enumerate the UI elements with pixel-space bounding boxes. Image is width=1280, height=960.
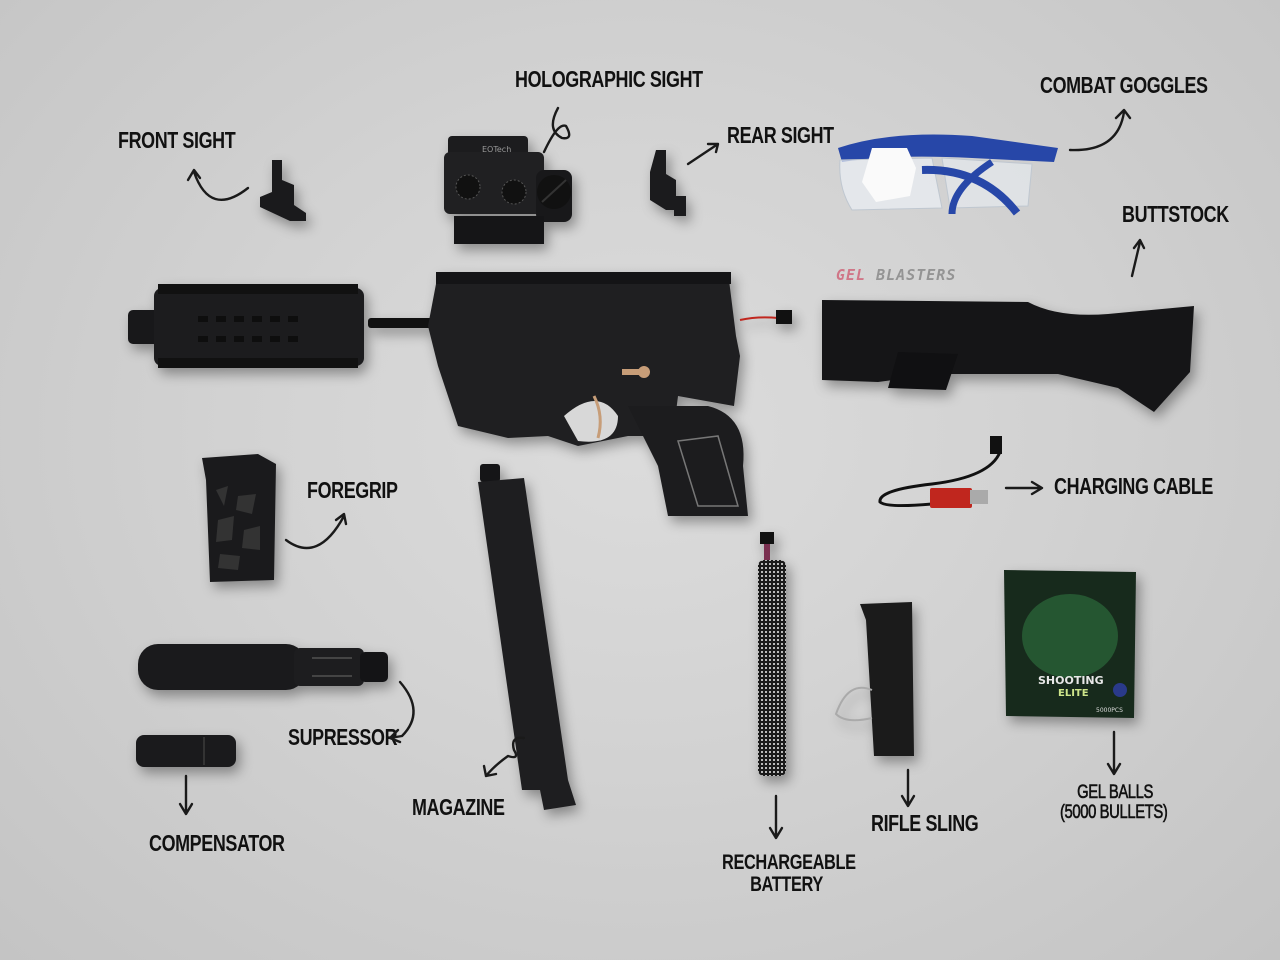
rifle-sling-image <box>834 602 914 756</box>
arrow-buttstock-icon <box>1130 238 1146 278</box>
gel-balls-pack-image: SHOOTING ELITE 5000PCS <box>1004 570 1136 718</box>
watermark-blasters: BLASTERS <box>876 266 957 284</box>
label-foregrip: FOREGRIP <box>307 477 398 503</box>
label-buttstock: BUTTSTOCK <box>1122 201 1229 227</box>
combat-goggles-image <box>838 134 1058 216</box>
label-combat-goggles: COMBAT GOGGLES <box>1040 72 1208 98</box>
arrow-magazine-icon <box>482 736 526 778</box>
label-charging-cable: CHARGING CABLE <box>1054 473 1213 499</box>
pack-title-1: SHOOTING <box>1038 674 1104 687</box>
rechargeable-battery-image <box>758 532 786 776</box>
arrow-charging-cable-icon <box>1004 480 1044 496</box>
magazine-image <box>478 464 576 810</box>
charging-cable-image <box>878 436 1002 508</box>
supressor-image <box>138 644 388 690</box>
label-rear-sight: REAR SIGHT <box>727 122 834 148</box>
compensator-image <box>136 735 236 767</box>
handguard-image <box>128 284 364 368</box>
label-rechargeable-battery: RECHARGEABLE BATTERY <box>722 851 856 897</box>
label-gel-balls: GEL BALLS (5000 BULLETS) <box>1060 782 1168 823</box>
label-front-sight: FRONT SIGHT <box>118 127 236 153</box>
label-rifle-sling: RIFLE SLING <box>871 810 979 836</box>
arrow-rear-sight-icon <box>686 142 720 166</box>
label-supressor: SUPRESSOR <box>288 724 398 750</box>
arrow-combat-goggles-icon <box>1068 108 1132 152</box>
front-sight-image <box>260 160 306 221</box>
label-gel-line1: GEL BALLS <box>1077 782 1154 803</box>
watermark-gel: GEL <box>836 266 867 284</box>
label-magazine: MAGAZINE <box>412 794 505 820</box>
arrow-foregrip-icon <box>284 512 348 550</box>
label-holographic-sight: HOLOGRAPHIC SIGHT <box>515 66 703 92</box>
arrow-compensator-icon <box>178 774 194 816</box>
arrow-battery-icon <box>768 794 784 840</box>
holo-brand-text: EOTech <box>482 145 511 154</box>
arrow-supressor-icon <box>388 680 415 744</box>
label-gel-line2: (5000 BULLETS) <box>1060 801 1168 823</box>
label-compensator: COMPENSATOR <box>149 830 285 856</box>
arrow-holographic-sight-icon <box>542 106 571 154</box>
holographic-sight-image: EOTech <box>444 136 572 244</box>
buttstock-image <box>822 300 1194 412</box>
pack-title-2: ELITE <box>1058 688 1089 699</box>
pack-count: 5000PCS <box>1096 707 1123 714</box>
arrow-front-sight-icon <box>186 168 250 202</box>
brand-watermark: GEL BLASTERS <box>836 266 956 284</box>
label-battery-line2: BATTERY <box>750 873 823 897</box>
arrow-gel-balls-icon <box>1106 730 1122 776</box>
foregrip-image <box>202 454 276 582</box>
arrow-rifle-sling-icon <box>900 768 916 808</box>
receiver-image <box>368 272 792 516</box>
label-battery-line1: RECHARGEABLE <box>722 851 856 874</box>
rear-sight-image <box>650 150 686 216</box>
